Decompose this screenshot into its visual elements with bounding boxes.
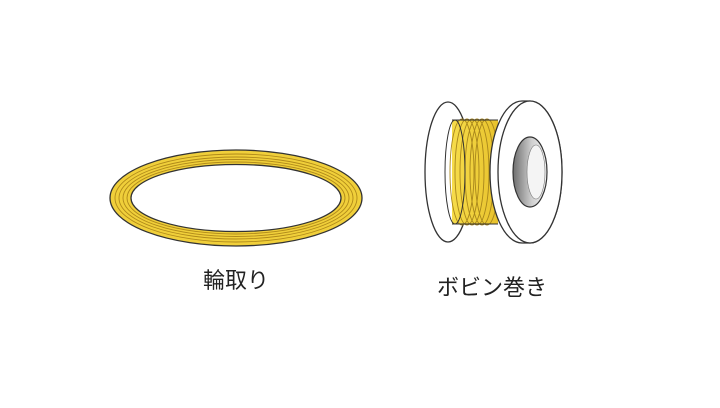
wire-coil-label: 輪取り (202, 269, 270, 294)
wire-spool-label: ボビン巻き (436, 276, 548, 301)
wire-coil-icon (109, 149, 363, 247)
spool-center-hole (512, 136, 548, 208)
wire-spool-icon (424, 100, 563, 244)
